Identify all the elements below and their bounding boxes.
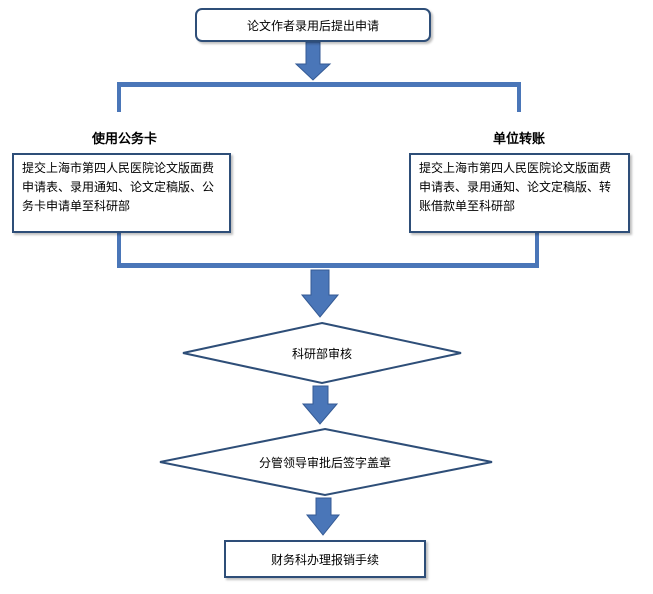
start-text: 论文作者录用后提出申请: [246, 18, 379, 33]
left-branch-box: 提交上海市第四人民医院论文版面费申请表、录用通知、论文定稿版、公务卡申请单至科研…: [12, 153, 231, 233]
left-branch-text: 提交上海市第四人民医院论文版面费申请表、录用通知、论文定稿版、公务卡申请单至科研…: [22, 161, 215, 213]
finish-box: 财务科办理报销手续: [224, 540, 426, 578]
arrow-merge-down: [300, 269, 340, 318]
split-bar: [117, 82, 521, 87]
approval-diamond: [159, 427, 493, 497]
right-branch-label: 单位转账: [493, 132, 546, 147]
right-branch-box: 提交上海市第四人民医院论文版面费申请表、录用通知、论文定稿版、转账借款单至科研部: [409, 153, 630, 233]
finish-text: 财务科办理报销手续: [270, 552, 379, 567]
arrow-start-down: [294, 41, 332, 81]
arrow-approval-down: [305, 497, 341, 536]
approval-text: 分管领导审批后签字盖章: [258, 456, 391, 470]
split-bar-left-leg: [117, 82, 121, 112]
merge-bar-left-leg: [117, 233, 121, 267]
start-box: 论文作者录用后提出申请: [195, 8, 431, 42]
arrow-review-down: [301, 385, 339, 425]
merge-bar: [117, 263, 539, 268]
review-diamond: [182, 321, 462, 385]
review-text: 科研部审核: [291, 347, 352, 361]
left-branch-label: 使用公务卡: [92, 132, 158, 147]
right-branch-text: 提交上海市第四人民医院论文版面费申请表、录用通知、论文定稿版、转账借款单至科研部: [419, 161, 612, 213]
merge-bar-right-leg: [535, 233, 539, 267]
split-bar-right-leg: [517, 82, 521, 112]
